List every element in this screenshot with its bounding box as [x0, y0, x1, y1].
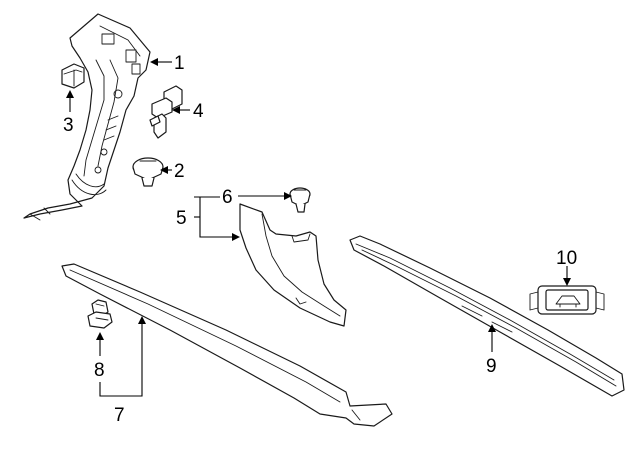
callout-9-label: 9: [486, 356, 497, 377]
stud-fastener[interactable]: [149, 85, 183, 139]
callout-10-label: 10: [556, 248, 577, 269]
callout-1: 1: [150, 53, 185, 74]
sill-plate-left[interactable]: [61, 263, 393, 427]
callout-2: 2: [160, 161, 185, 182]
pillar-trim-panel[interactable]: [23, 13, 151, 221]
kick-panel-trim[interactable]: [239, 203, 347, 327]
scuff-plate-right[interactable]: [349, 235, 625, 397]
callout-6: 6: [200, 187, 292, 208]
callout-5: 5: [176, 196, 240, 241]
rivet-clip[interactable]: [289, 187, 311, 213]
switch-module[interactable]: [529, 285, 605, 315]
callout-7-label: 7: [114, 405, 125, 426]
callout-8: 8: [94, 332, 105, 381]
callout-3: 3: [63, 90, 74, 136]
callout-1-label: 1: [174, 53, 185, 74]
callout-2-label: 2: [174, 161, 185, 182]
push-clip[interactable]: [132, 157, 164, 187]
callout-4: 4: [172, 101, 204, 122]
trim-clip[interactable]: [61, 63, 85, 89]
callout-3-label: 3: [63, 115, 74, 136]
callout-9: 9: [486, 324, 497, 377]
callout-5-label: 5: [176, 208, 187, 229]
callout-6-label: 6: [222, 187, 233, 208]
callout-4-label: 4: [193, 101, 204, 122]
sill-clip[interactable]: [87, 299, 113, 329]
callout-10: 10: [556, 248, 577, 286]
callout-7: 7: [99, 316, 146, 426]
callout-8-label: 8: [94, 360, 105, 381]
